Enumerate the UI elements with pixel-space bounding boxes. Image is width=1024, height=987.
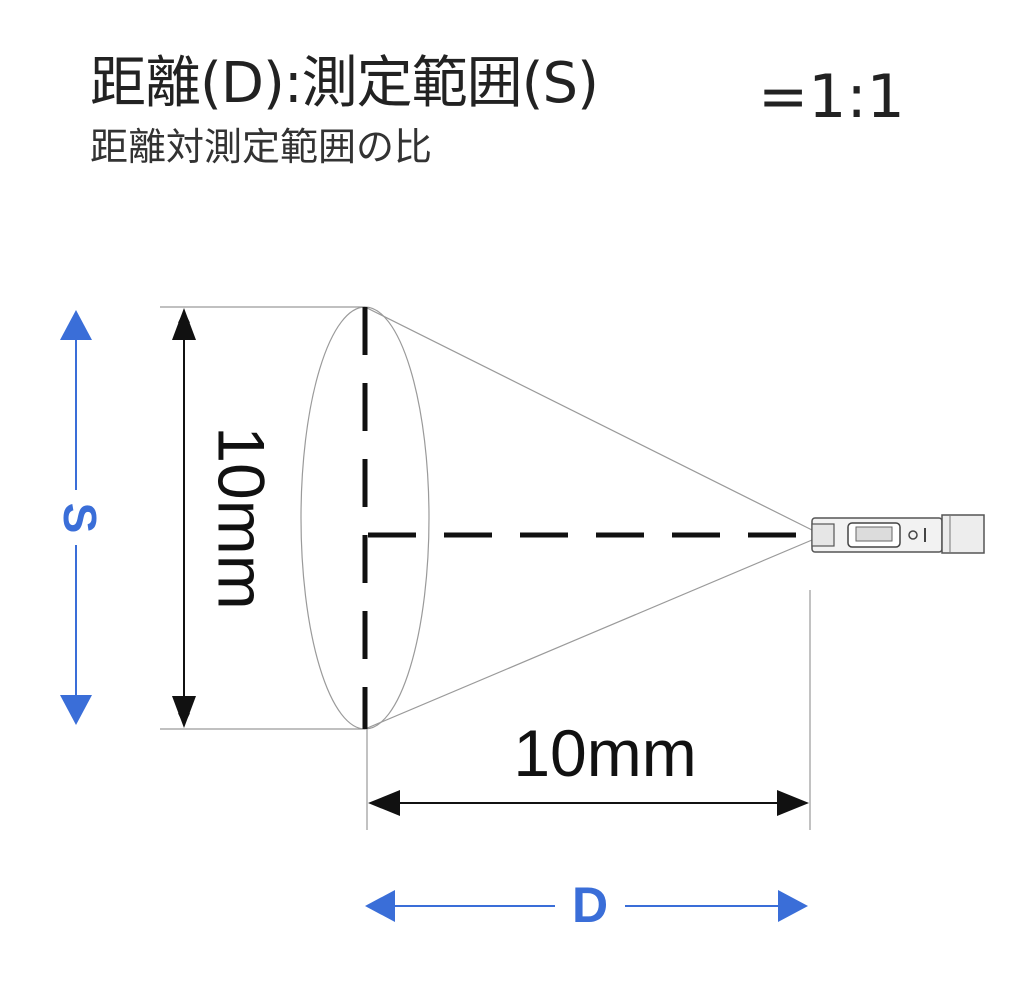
title-main: 距離(D):測定範囲(S) (90, 51, 599, 116)
device-display-inner (855, 526, 893, 542)
spot-size-arrow-bottom (172, 696, 196, 728)
spot-ellipse (300, 306, 430, 730)
s-axis: S (54, 310, 106, 725)
d-axis-arrow-right (778, 890, 808, 922)
device-grip (941, 514, 985, 554)
device-button (908, 530, 918, 540)
cone-bottom-edge (364, 539, 813, 730)
subtitle: 距離対測定範囲の比 (90, 125, 433, 169)
cone-top-edge (364, 306, 813, 531)
thermometer-device (811, 514, 985, 554)
d-axis-label: D (572, 877, 608, 933)
s-axis-arrow-up (60, 310, 92, 340)
s-axis-arrow-down (60, 695, 92, 725)
ratio-value: =1:1 (758, 62, 905, 132)
spot-size-label: 10mm (205, 426, 279, 609)
distance-arrow-left (368, 790, 400, 816)
d-axis: D (365, 877, 808, 933)
spot-size-arrow-top (172, 308, 196, 340)
distance-arrow-right (777, 790, 809, 816)
device-tip (811, 523, 835, 547)
s-axis-label: S (54, 503, 106, 534)
d-axis-arrow-left (365, 890, 395, 922)
distance-label: 10mm (513, 716, 696, 790)
